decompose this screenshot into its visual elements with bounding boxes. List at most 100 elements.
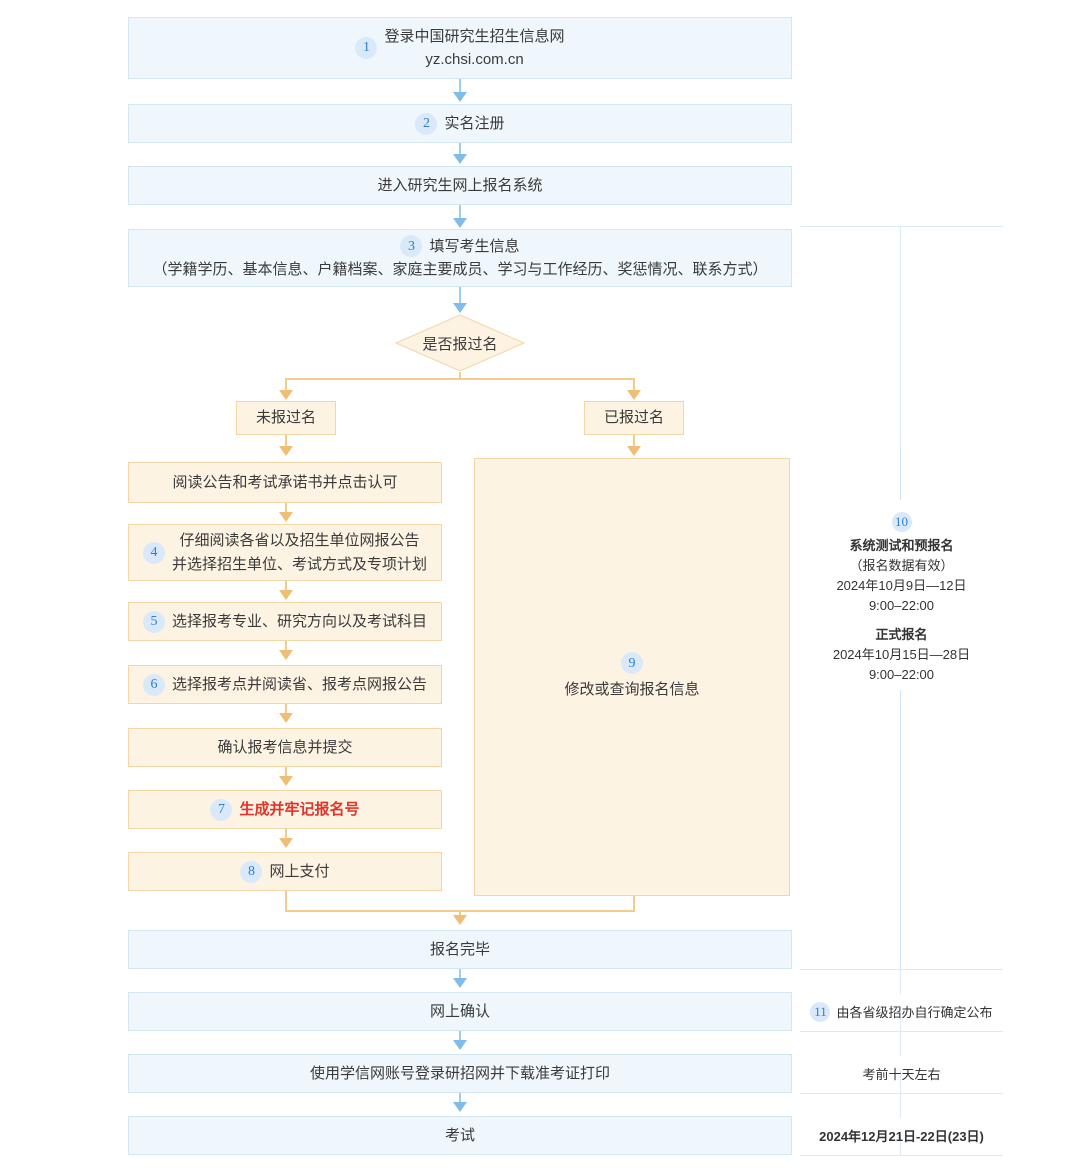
node-step7: 7 生成并牢记报名号 [128,790,442,829]
arrow-left-2 [279,512,293,522]
connector-system-fillinfo [459,205,461,224]
node-branch-registered: 已报过名 [584,401,684,435]
arrow-branch-left [279,390,293,400]
arrow-register-system [453,154,467,164]
node-enter-system: 进入研究生网上报名系统 [128,166,792,205]
step-badge-4: 4 [142,541,165,564]
connector-branch-bar [285,378,635,380]
step-badge-2: 2 [415,112,438,135]
branch-left-label: 未报过名 [255,409,316,427]
timeline-separator-4 [800,1155,1003,1156]
arrow-left-3 [279,590,293,600]
node-step7-label: 生成并牢记报名号 [239,800,360,818]
node-step4-line2: 并选择招生单位、考试方式及专项计划 [171,555,427,573]
connector-branch-right [633,378,635,394]
arrow-left-1 [279,446,293,456]
timeline-pretest-title: 系统测试和预报名 [849,538,954,553]
node-login: 1 登录中国研究生招生信息网 yz.chsi.com.cn [128,17,792,79]
node-step8: 8 网上支付 [128,852,442,891]
step-badge-6: 6 [142,673,165,696]
timeline-divider-row1b [900,1008,901,1031]
step-badge-8: 8 [240,860,263,883]
node-confirm-submit-label: 确认报考信息并提交 [217,738,353,756]
node-step5: 5 选择报考专业、研究方向以及考试科目 [128,602,442,641]
arrow-left-5 [279,713,293,723]
timeline-divider-row3b [900,1132,901,1155]
arrow-merge-down [453,915,467,925]
connector-bottom-2 [459,1031,461,1043]
decision-registered-before: 是否报过名 [395,314,525,372]
timeline-formal-title: 正式报名 [875,626,928,642]
timeline-formal-date: 2024年10月15日—28日 [832,646,971,662]
node-step4: 4 仔细阅读各省以及招生单位网报公告 并选择招生单位、考试方式及专项计划 [128,524,442,581]
decision-label: 是否报过名 [422,335,498,353]
node-registration-complete: 报名完毕 [128,930,792,969]
node-online-confirm: 网上确认 [128,992,792,1031]
node-confirm-submit: 确认报考信息并提交 [128,728,442,767]
node-login-line1: 登录中国研究生招生信息网 [384,27,565,45]
timeline-row-confirm-label: 由各省级招办自行确定公布 [836,1005,993,1020]
timeline-divider-row1a [900,969,901,994]
node-step9: 9 修改或查询报名信息 [474,458,790,896]
node-step8-label: 网上支付 [269,862,330,880]
step-badge-11: 11 [810,1001,831,1022]
timeline-registration-block: 10 系统测试和预报名 （报名数据有效） 2024年10月9日—12日 9:00… [800,512,1003,685]
step-badge-10: 10 [891,512,912,532]
timeline-row-exam: 2024年12月21日-22日(23日) [800,1116,1003,1155]
arrow-bottom-1 [453,978,467,988]
node-fill-info-line2: （学籍学历、基本信息、户籍档案、家庭主要成员、学习与工作经历、奖惩情况、联系方式… [152,261,768,278]
node-exam-label: 考试 [444,1126,475,1144]
node-enter-system-label: 进入研究生网上报名系统 [377,176,543,194]
step-badge-5: 5 [142,610,165,633]
arrow-system-fillinfo [453,218,467,228]
node-read-notice: 阅读公告和考试承诺书并点击认可 [128,462,442,503]
connector-merge-right [633,896,635,912]
connector-left-7 [285,829,287,841]
connector-left-1 [285,435,287,449]
node-register-label: 实名注册 [444,114,505,132]
connector-branch-left [285,378,287,394]
connector-merge-center [459,910,461,918]
arrow-bottom-2 [453,1040,467,1050]
arrow-left-4 [279,650,293,660]
connector-right-1 [633,435,635,449]
arrow-bottom-3 [453,1102,467,1112]
timeline-divider-upper [900,226,901,450]
node-exam: 考试 [128,1116,792,1155]
timeline-separator-1 [800,969,1003,970]
timeline-separator-2 [800,1031,1003,1032]
branch-right-label: 已报过名 [603,409,664,427]
connector-fillinfo-decision [459,287,461,307]
node-registration-complete-label: 报名完毕 [429,940,490,958]
connector-merge-left [285,891,287,912]
node-download-admission-ticket: 使用学信网账号登录研招网并下载准考证打印 [128,1054,792,1093]
timeline-pretest-date: 2024年10月9日—12日 [836,578,967,594]
node-online-confirm-label: 网上确认 [429,1002,490,1020]
node-step6-label: 选择报考点并阅读省、报考点网报公告 [171,675,427,693]
connector-left-3 [285,581,287,593]
arrow-left-6 [279,776,293,786]
arrow-fillinfo-decision [453,303,467,313]
timeline-pretest-note: （报名数据有效） [849,558,954,574]
timeline-line-lower [900,690,901,970]
node-download-admission-ticket-label: 使用学信网账号登录研招网并下载准考证打印 [309,1064,610,1082]
timeline-pretest-time: 9:00–22:00 [868,598,935,614]
diamond-shape [395,314,525,372]
node-fill-info-line1: 填写考生信息 [429,237,520,255]
node-step9-label: 修改或查询报名信息 [564,681,700,699]
step-badge-3: 3 [400,235,423,258]
timeline-row-ticket-label: 考前十天左右 [862,1067,941,1082]
connector-left-5 [285,704,287,716]
timeline-divider-row3a [900,1093,901,1118]
node-step6: 6 选择报考点并阅读省、报考点网报公告 [128,665,442,704]
timeline-row-ticket: 考前十天左右 [800,1054,1003,1093]
arrow-branch-right [627,390,641,400]
node-register: 2 实名注册 [128,104,792,143]
connector-register-system [459,143,461,160]
timeline-divider-row2a [900,1031,901,1056]
timeline-row-exam-label: 2024年12月21日-22日(23日) [819,1129,984,1144]
arrow-right-1 [627,446,641,456]
node-step5-label: 选择报考专业、研究方向以及考试科目 [171,612,427,630]
node-step4-line1: 仔细阅读各省以及招生单位网报公告 [179,532,420,550]
